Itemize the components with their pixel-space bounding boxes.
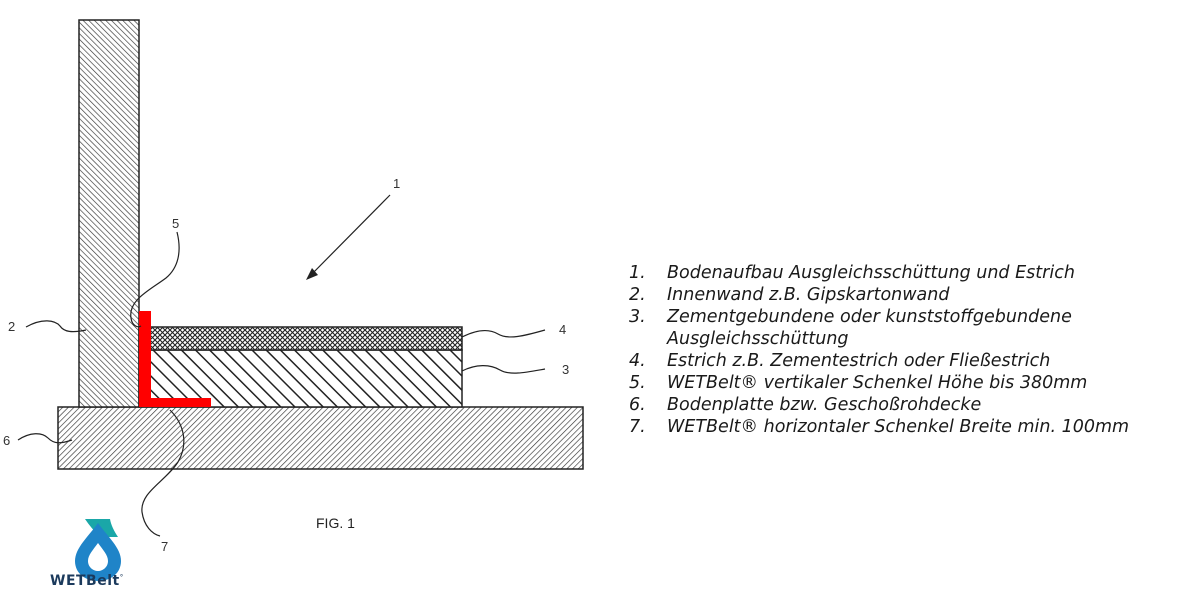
legend-item: 7. WETBelt® horizontaler Schenkel Breite … <box>629 416 1187 438</box>
callout-2: 2 <box>8 319 15 334</box>
legend-text: WETBelt® horizontaler Schenkel Breite mi… <box>667 417 1130 437</box>
legend-number: 2. <box>629 285 646 305</box>
legend-list: 1. Bodenaufbau Ausgleichsschüttung und Es… <box>629 262 1187 438</box>
legend-item: 2. Innenwand z.B. Gipskartonwand <box>629 284 1187 306</box>
legend-item: 6. Bodenplatte bzw. Geschoßrohdecke <box>629 394 1187 416</box>
legend-number: 7. <box>629 417 646 437</box>
callout-7: 7 <box>161 539 168 554</box>
callout-6: 6 <box>3 433 10 448</box>
callout-4: 4 <box>559 322 566 337</box>
legend-number: 6. <box>629 395 646 415</box>
callout-1: 1 <box>393 176 400 191</box>
legend-number: 5. <box>629 373 646 393</box>
callout-5: 5 <box>172 216 179 231</box>
legend-text: WETBelt® vertikaler Schenkel Höhe bis 38… <box>667 373 1088 393</box>
legend-text: Innenwand z.B. Gipskartonwand <box>667 285 950 305</box>
leader-4 <box>461 329 546 338</box>
legend-item: 3. Zementgebundene oder kunststoffgebunde… <box>629 306 1187 350</box>
wetbelt-logo-text: WETBelt° <box>50 573 124 589</box>
legend-number: 3. <box>629 307 646 327</box>
cross-section-diagram: 1 5 2 4 3 6 7 FIG. 1 <box>3 19 584 554</box>
leader-2 <box>25 320 87 333</box>
leader-3 <box>461 365 546 374</box>
legend-item: 1. Bodenaufbau Ausgleichsschüttung und Es… <box>629 262 1187 284</box>
wetbelt-profile <box>139 311 211 407</box>
legend-text: Bodenplatte bzw. Geschoßrohdecke <box>667 395 982 415</box>
screed-layer <box>138 326 463 351</box>
leveling-fill <box>138 349 463 408</box>
legend-number: 1. <box>629 263 646 283</box>
legend-item: 5. WETBelt® vertikaler Schenkel Höhe bis … <box>629 372 1187 394</box>
legend-text: Zementgebundene oder kunststoffgebundene… <box>667 307 1072 349</box>
leader-5 <box>130 231 180 328</box>
legend-number: 4. <box>629 351 646 371</box>
legend-item: 4. Estrich z.B. Zementestrich oder Fließe… <box>629 350 1187 372</box>
water-drop-icon <box>75 519 121 581</box>
legend-text: Estrich z.B. Zementestrich oder Fließest… <box>667 351 1051 371</box>
callout-3: 3 <box>562 362 569 377</box>
leader-6 <box>17 433 73 444</box>
arrowhead-1 <box>306 268 318 280</box>
figure-caption: FIG. 1 <box>316 515 355 531</box>
legend-text: Bodenaufbau Ausgleichsschüttung und Estr… <box>667 263 1075 283</box>
leader-7 <box>141 409 185 537</box>
floor-slab <box>57 406 584 470</box>
interior-wall <box>78 19 140 408</box>
leader-1 <box>307 194 391 279</box>
